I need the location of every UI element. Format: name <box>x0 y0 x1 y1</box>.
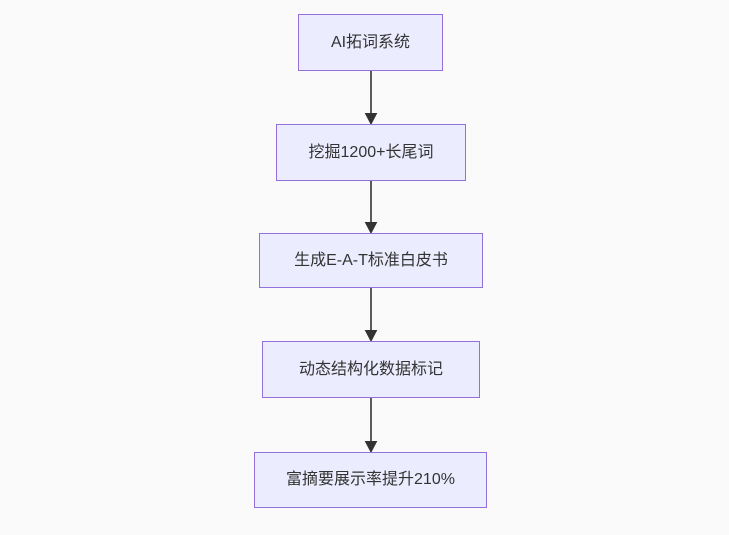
flow-arrow <box>364 398 378 454</box>
flow-node-eat-whitepaper: 生成E-A-T标准白皮书 <box>259 233 483 288</box>
flow-arrow <box>364 288 378 343</box>
flow-arrow <box>364 71 378 126</box>
flow-node-label: 生成E-A-T标准白皮书 <box>294 251 448 269</box>
flow-node-label: AI拓词系统 <box>330 33 411 51</box>
flow-node-label: 富摘要展示率提升210% <box>286 471 455 489</box>
flow-node-longtail-mining: 挖掘1200+长尾词 <box>276 124 466 181</box>
flow-node-ai-keyword-system: AI拓词系统 <box>298 14 443 71</box>
flow-arrow <box>364 181 378 235</box>
flow-node-label: 动态结构化数据标记 <box>298 360 443 378</box>
flow-node-rich-snippet-rate: 富摘要展示率提升210% <box>254 452 487 508</box>
flow-node-label: 挖掘1200+长尾词 <box>308 143 434 161</box>
flow-node-structured-data: 动态结构化数据标记 <box>262 341 480 398</box>
